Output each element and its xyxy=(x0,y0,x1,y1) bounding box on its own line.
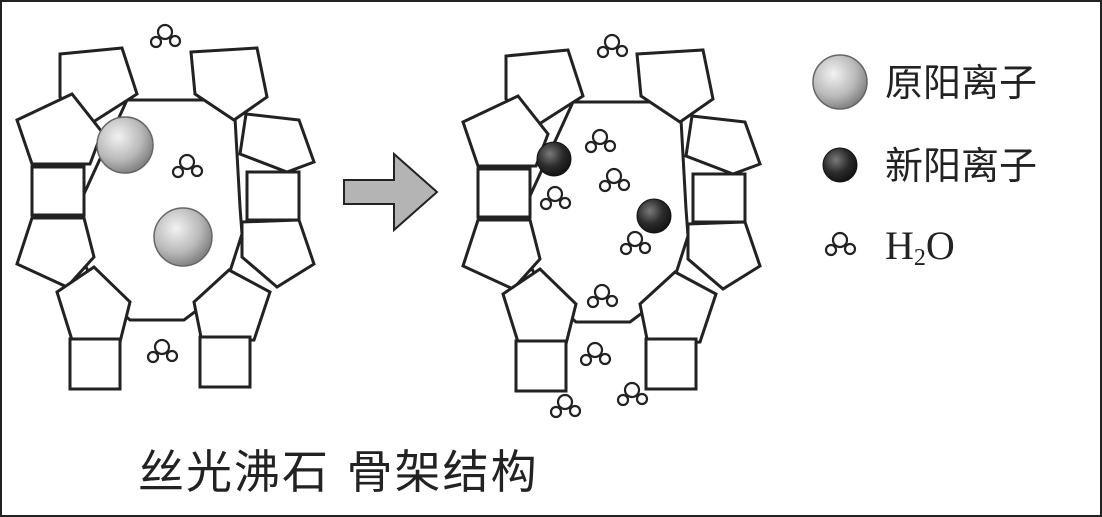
new-cation xyxy=(636,198,672,234)
pentagon-ring xyxy=(461,218,542,291)
water-molecule-icon xyxy=(539,185,572,211)
pentagon-ring xyxy=(684,114,762,176)
pentagon-ring xyxy=(686,220,762,291)
square-ring xyxy=(476,167,532,219)
square-ring xyxy=(691,172,747,224)
square-ring xyxy=(245,170,301,222)
diagram-caption: 丝光沸石 骨架结构 xyxy=(138,445,539,499)
pentagon-ring xyxy=(15,216,96,289)
right-arrow-icon xyxy=(343,151,439,233)
pentagon-ring xyxy=(15,92,104,166)
pentagon-ring xyxy=(240,218,316,289)
legend-label-water: H2O xyxy=(885,223,955,271)
original-cation xyxy=(153,207,213,267)
pentagon-ring xyxy=(189,46,269,122)
water-molecules xyxy=(146,23,652,419)
new-cation xyxy=(536,141,572,177)
water-molecule-icon xyxy=(598,167,631,193)
water-molecule-icon xyxy=(824,231,857,257)
pentagon-ring xyxy=(638,270,718,346)
water-molecule-icon xyxy=(596,33,629,59)
pentagon-ring xyxy=(238,112,316,174)
water-molecule-icon xyxy=(584,128,617,154)
water-molecule-icon xyxy=(171,153,204,179)
formula-h: H xyxy=(885,223,914,268)
dark-sphere-icon xyxy=(822,147,858,183)
original-cation xyxy=(96,116,154,174)
water-molecule-icon xyxy=(149,23,182,49)
square-ring xyxy=(198,335,252,389)
formula-subscript: 2 xyxy=(913,245,926,271)
square-ring xyxy=(514,339,568,393)
square-ring xyxy=(68,337,122,391)
water-molecule-icon xyxy=(146,338,179,364)
framework-original xyxy=(15,46,316,391)
water-molecule-icon xyxy=(549,393,582,419)
water-molecule-icon xyxy=(619,230,652,256)
pentagon-ring xyxy=(635,48,715,124)
pentagon-ring xyxy=(501,267,578,346)
light-sphere-icon xyxy=(812,54,868,110)
framework-exchanged xyxy=(461,48,762,393)
water-molecule-icon xyxy=(586,283,619,309)
pentagon-ring xyxy=(55,265,132,344)
legend-label-original-cation: 原阳离子 xyxy=(885,61,1038,105)
water-molecule-icon xyxy=(616,381,649,407)
pentagon-ring xyxy=(192,268,272,344)
square-ring xyxy=(644,337,698,391)
square-ring xyxy=(30,165,86,217)
water-molecule-icon xyxy=(579,341,612,367)
legend-label-new-cation: 新阳离子 xyxy=(885,144,1038,188)
formula-o: O xyxy=(925,223,955,268)
